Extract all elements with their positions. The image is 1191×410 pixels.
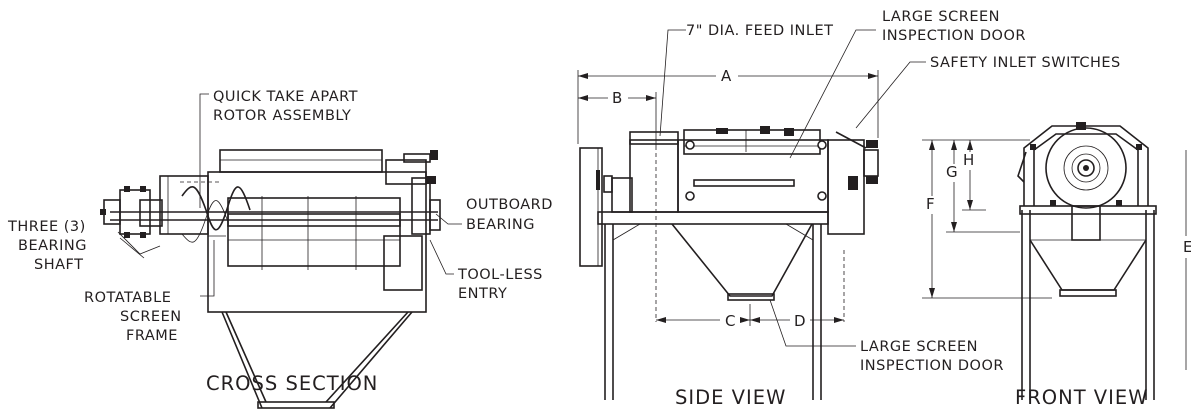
dimension-c: C	[725, 312, 736, 330]
dimension-d: D	[794, 312, 806, 330]
callout-frame-line2: SCREEN	[120, 309, 182, 325]
dimension-h: H	[963, 151, 975, 169]
callout-safety-switches: SAFETY INLET SWITCHES	[930, 55, 1121, 71]
callout-bearing-line2: BEARING	[18, 238, 87, 254]
side-view-title: SIDE VIEW	[675, 386, 786, 409]
callout-door-bottom-line1: LARGE SCREEN	[860, 339, 978, 355]
callout-frame-line1: ROTATABLE	[84, 290, 171, 306]
dimension-g: G	[946, 163, 958, 181]
side-view-dimensions: A B C D 7" DIA. FEED INLET LARGE SCREEN …	[577, 9, 1121, 374]
front-view	[1017, 122, 1157, 400]
callout-bearing-line3: SHAFT	[34, 257, 83, 273]
side-view	[579, 126, 879, 400]
dimension-e: E	[1183, 238, 1191, 256]
dimension-b: B	[612, 89, 623, 107]
callout-door-top-line1: LARGE SCREEN	[882, 9, 1000, 25]
callout-door-bottom-line2: INSPECTION DOOR	[860, 358, 1004, 374]
front-view-dimensions: F G H E	[922, 139, 1191, 370]
callout-rotor-line2: ROTOR ASSEMBLY	[213, 108, 351, 124]
callout-outboard-line2: BEARING	[466, 217, 535, 233]
callout-door-top-line2: INSPECTION DOOR	[882, 28, 1026, 44]
callout-rotor-line1: QUICK TAKE APART	[213, 89, 358, 105]
callout-toolless-line2: ENTRY	[458, 286, 507, 302]
cross-section-view	[100, 149, 441, 409]
front-view-title: FRONT VIEW	[1015, 386, 1149, 409]
callout-feed-inlet: 7" DIA. FEED INLET	[686, 23, 834, 39]
dimension-f: F	[926, 195, 935, 213]
cross-section-title: CROSS SECTION	[206, 372, 378, 395]
callout-frame-line3: FRAME	[126, 328, 178, 344]
cross-section-callouts: QUICK TAKE APART ROTOR ASSEMBLY OUTBOARD…	[7, 89, 553, 344]
dimension-a: A	[721, 67, 732, 85]
callout-outboard-line1: OUTBOARD	[466, 197, 553, 213]
callout-toolless-line1: TOOL-LESS	[457, 267, 543, 283]
callout-bearing-line1: THREE (3)	[7, 219, 86, 235]
